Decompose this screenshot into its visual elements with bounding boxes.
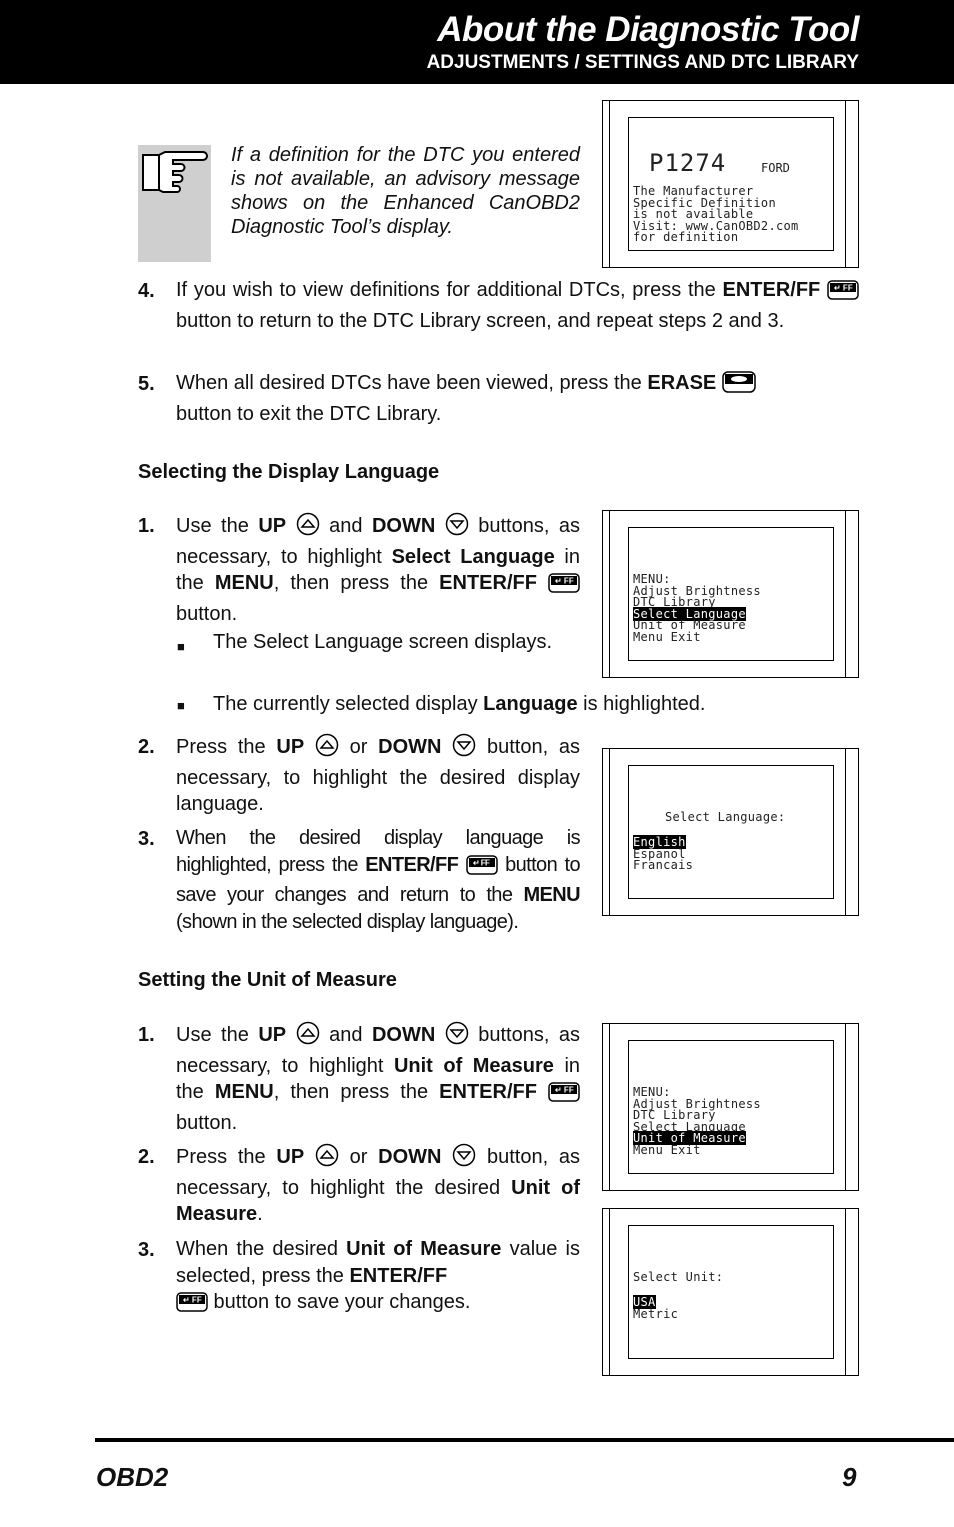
footer-left: OBD2 <box>96 1462 169 1492</box>
lcd-line-highlighted: Select Language <box>633 606 746 621</box>
step-number: 5. <box>138 373 155 395</box>
svg-text:↵ FF: ↵ FF <box>473 858 490 867</box>
lcd-line: is not available <box>633 207 754 221</box>
lcd-line: for definition <box>633 230 739 244</box>
unit-step-3-text: When the desired Unit of Measure value i… <box>176 1236 580 1320</box>
lcd-line-highlighted: Unit of Measure <box>633 1131 746 1145</box>
lcd-line: Specific Definition <box>633 195 776 210</box>
up-button-icon <box>315 1143 339 1175</box>
svg-text:↵ FF: ↵ FF <box>183 1296 202 1305</box>
lcd-line: The Manufacturer <box>633 184 754 198</box>
enter-ff-button-icon: ↵ FF <box>827 280 859 308</box>
up-button-icon <box>315 733 339 765</box>
section-heading-unit: Setting the Unit of Measure <box>138 969 397 991</box>
step-4-text: If you wish to view definitions for addi… <box>176 277 859 334</box>
footer-rule <box>95 1438 954 1442</box>
lcd-screen: MENU: Adjust Brightness DTC Library Sele… <box>628 527 834 661</box>
lcd-line: Espanol <box>633 846 686 861</box>
svg-text:↵ FF: ↵ FF <box>834 284 853 293</box>
enter-ff-button-icon: ↵ FF <box>548 1082 580 1110</box>
page-title: About the Diagnostic Tool <box>437 10 859 49</box>
lcd-line: Francais <box>633 858 694 872</box>
lcd-line: MENU: <box>633 572 671 586</box>
page-subtitle: ADJUSTMENTS / SETTINGS AND DTC LIBRARY <box>426 52 859 73</box>
lcd-line-highlighted: USA <box>633 1295 656 1309</box>
step-number: 1. <box>138 1024 155 1046</box>
bullet-square-icon: ■ <box>177 639 185 654</box>
tool-display-menu-language: MENU: Adjust Brightness DTC Library Sele… <box>602 510 859 678</box>
bullet-square-icon: ■ <box>177 698 185 713</box>
page-header: About the Diagnostic Tool ADJUSTMENTS / … <box>0 0 954 84</box>
lcd-line: Adjust Brightness <box>633 1096 761 1111</box>
svg-text:↵ FF: ↵ FF <box>555 1086 574 1095</box>
dtc-code: P1274 <box>649 149 727 177</box>
lcd-line: Visit: www.CanOBD2.com <box>633 218 799 233</box>
language-bullet-1: The Select Language screen displays. <box>213 631 553 653</box>
down-button-icon <box>445 512 469 544</box>
svg-text:↵ FF: ↵ FF <box>555 577 574 586</box>
unit-step-1-text: Use the UP and DOWN buttons, as necessar… <box>176 1021 580 1136</box>
down-button-icon <box>452 733 476 765</box>
language-bullet-2: The currently selected display Language … <box>213 693 706 715</box>
step-number: 2. <box>138 1146 155 1168</box>
unit-step-2-text: Press the UP or DOWN button, as necessar… <box>176 1143 580 1228</box>
lcd-screen: Select Unit: USA Metric <box>628 1225 834 1359</box>
lcd-line: DTC Library <box>633 595 716 609</box>
step-number: 3. <box>138 828 155 850</box>
enter-ff-button-icon: ↵ FF <box>548 573 580 601</box>
language-step-2-text: Press the UP or DOWN button, as necessar… <box>176 733 580 818</box>
lcd-screen: Select Language: English Espanol Francai… <box>628 765 834 899</box>
pointing-hand-icon <box>138 145 211 262</box>
section-heading-language: Selecting the Display Language <box>138 461 440 483</box>
enter-ff-button-icon: ↵ FF <box>465 854 498 883</box>
lcd-screen: P1274 FORD The Manufacturer Specific Def… <box>628 117 834 251</box>
step-number: 3. <box>138 1239 155 1261</box>
lcd-line: MENU: <box>633 1085 671 1099</box>
lcd-line: Unit of Measure <box>633 618 746 632</box>
lcd-screen: MENU: Adjust Brightness DTC Library Sele… <box>628 1040 834 1174</box>
lcd-title: Select Language: <box>665 810 786 824</box>
tool-display-select-unit: Select Unit: USA Metric <box>602 1208 859 1376</box>
step-number: 1. <box>138 515 155 537</box>
dtc-make: FORD <box>761 161 790 175</box>
down-button-icon <box>445 1021 469 1053</box>
tool-display-menu-unit: MENU: Adjust Brightness DTC Library Sele… <box>602 1023 859 1191</box>
language-step-3-text: When the desired display language is hig… <box>176 827 581 933</box>
lcd-line-highlighted: English <box>633 835 686 849</box>
page-number: 9 <box>842 1462 857 1492</box>
lcd-line: Metric <box>633 1306 679 1321</box>
lcd-line: Select Language <box>633 1119 746 1134</box>
down-button-icon <box>452 1143 476 1175</box>
language-step-1-text: Use the UP and DOWN buttons, as necessar… <box>176 512 580 627</box>
tool-display-dtc-not-available: P1274 FORD The Manufacturer Specific Def… <box>602 100 859 268</box>
lcd-line: Menu Exit <box>633 1142 701 1157</box>
erase-button-icon <box>722 371 756 401</box>
up-button-icon <box>296 1021 320 1053</box>
tool-display-select-language: Select Language: English Espanol Francai… <box>602 748 859 916</box>
enter-ff-button-icon: ↵ FF <box>176 1292 208 1320</box>
lcd-line: Menu Exit <box>633 629 701 644</box>
lcd-title: Select Unit: <box>633 1270 724 1284</box>
step-number: 2. <box>138 736 155 758</box>
step-number: 4. <box>138 280 155 302</box>
lcd-line: Adjust Brightness <box>633 583 761 598</box>
up-button-icon <box>296 512 320 544</box>
note-text: If a definition for the DTC you entered … <box>231 144 580 238</box>
step-5-text: When all desired DTCs have been viewed, … <box>176 370 859 427</box>
lcd-line: DTC Library <box>633 1108 716 1122</box>
